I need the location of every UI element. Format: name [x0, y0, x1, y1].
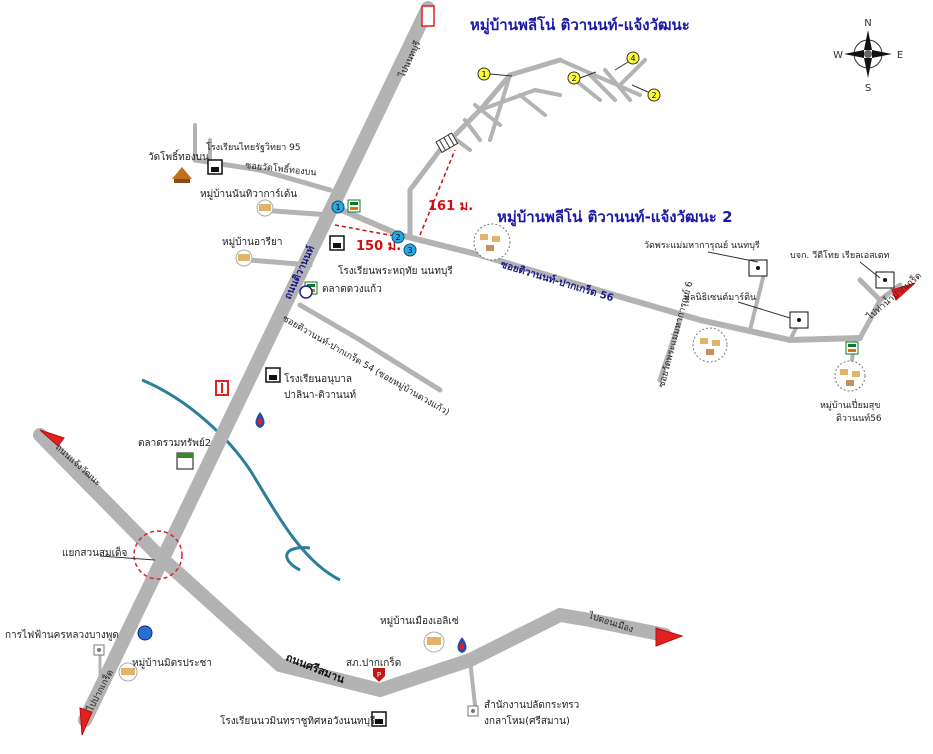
blue-markers: 1 2 3 [331, 200, 417, 257]
svg-text:3: 3 [407, 246, 412, 255]
building-icon [93, 259, 895, 717]
house-cluster-icon [423, 631, 445, 653]
place-label: โรงเรียนไทยรัฐวิทยา 95 [206, 142, 301, 153]
svg-text:2: 2 [395, 233, 400, 242]
school-icon [207, 159, 223, 175]
svg-text:4: 4 [630, 54, 635, 63]
svg-text:2: 2 [651, 91, 656, 100]
distance-lines [334, 149, 456, 238]
svg-text:N: N [864, 18, 871, 29]
place-label: งกลาโหม(ศรีสมาน) [484, 714, 570, 727]
svg-text:2: 2 [571, 74, 576, 83]
svg-text:P: P [377, 671, 381, 679]
temple-icon [172, 167, 192, 183]
place-label: ตลาดรวมทรัพย์2 [138, 437, 211, 449]
place-label: หมู่บ้านเมืองเอลิเซ่ [380, 615, 459, 627]
place-label: ติวานนท์56 [836, 412, 882, 424]
house-cluster-icon [256, 199, 274, 217]
road-network [33, 1, 903, 727]
svg-text:E: E [897, 50, 903, 61]
svg-text:S: S [865, 83, 871, 94]
place-label: มูลนิธิเซนต์มาร์ติน [684, 291, 756, 303]
house-cluster-icon [473, 223, 511, 261]
leader-lines [99, 61, 881, 561]
svg-text:1: 1 [481, 70, 486, 79]
direction-arrows [39, 5, 916, 736]
school-icon [329, 235, 345, 251]
house-cluster-icon [692, 327, 728, 363]
place-label: หมู่บ้านนันทิวาการ์เด้น [200, 188, 297, 200]
place-label: สำนักงานปลัดกระทรว [484, 700, 579, 711]
place-label: สภ.ปากเกร็ด [346, 655, 401, 669]
place-label: หมู่บ้านอารียา [222, 236, 282, 248]
road-label-to-donmueang: ไปดอนเมือง [586, 610, 635, 635]
place-label: การไฟฟ้านครหลวงบางพูด [5, 629, 119, 641]
river [141, 378, 341, 582]
fuel-station-icon [255, 412, 265, 428]
place-label: หมู่บ้านมิตรประชา [132, 657, 212, 669]
road-label-soi54: ซอยติวานนท์-ปากเกร็ด 54 (ซอยหมู่บ้านดวงแ… [281, 311, 453, 418]
place-label: หมู่บ้านเปี่ยมสุข [820, 398, 880, 411]
river-loop [285, 546, 311, 572]
place-label: โรงเรียนพระหฤทัย นนทบุรี [338, 264, 453, 277]
title-top: หมู่บ้านพลีโน่ ติวานนท์-แจ้งวัฒนะ [470, 15, 690, 35]
school-icon [265, 367, 281, 383]
place-label: แยกสวนสมเด็จ [62, 545, 128, 559]
place-label: โรงเรียนอนุบาล [284, 372, 352, 385]
place-label: บจก. วีดีโทย เรียลเอสเตท [790, 250, 890, 261]
bank-icon [137, 625, 153, 641]
market-icon [176, 452, 194, 470]
place-label: ปาลินา-ติวานนท์ [284, 389, 356, 401]
place-label: ตลาดดวงแก้ว [322, 283, 382, 295]
place-label: โรงเรียนนวมินทราชูทิศหอวังนนทบุรี [220, 714, 376, 727]
place-label: วัดพระแม่มหาการุณย์ นนทบุรี [644, 239, 760, 251]
title-mid: หมู่บ้านพลีโน่ ติวานนท์-แจ้งวัฒนะ 2 [497, 207, 733, 227]
village-gate-icon [435, 132, 459, 154]
seven-eleven-icon [347, 199, 361, 213]
police-icon: P [373, 668, 385, 682]
svg-text:W: W [833, 50, 843, 61]
house-cluster-icon [834, 360, 866, 392]
bank-icon [299, 285, 313, 299]
distance-161: 161 ม. [428, 199, 473, 214]
distance-150: 150 ม. [356, 239, 401, 254]
svg-text:1: 1 [335, 203, 340, 212]
compass-icon: N S W E [833, 18, 903, 94]
intersection-circle [133, 530, 183, 580]
road-label-soi56: ซอยติวานนท์-ปากเกร็ด 56 [499, 256, 616, 304]
seven-eleven-icon [845, 341, 859, 355]
school-icon [371, 711, 387, 727]
hospital-icon [215, 380, 229, 396]
fuel-station-icon [457, 637, 467, 653]
yellow-markers: 1 2 2 4 [477, 51, 661, 102]
house-cluster-icon [235, 249, 253, 267]
place-label: วัดโพธิ์ทองบน [148, 149, 209, 163]
house-cluster-icon [118, 662, 138, 682]
